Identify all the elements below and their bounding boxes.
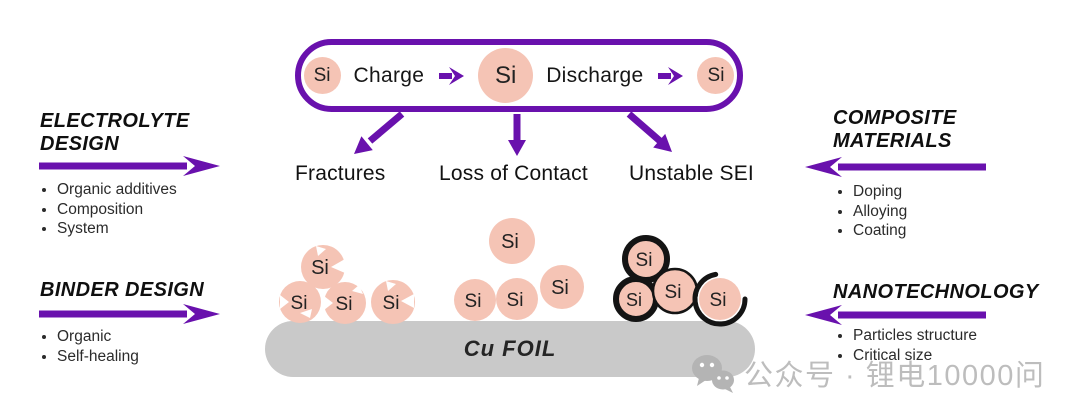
- si-label: Si: [313, 64, 331, 86]
- cu-foil-label: Cu FOIL: [463, 336, 557, 361]
- si-particle-cracked: Si: [279, 281, 321, 323]
- si-particle-cracked: Si: [301, 245, 345, 289]
- strategy-title-nanotechnology: NANOTECHNOLOGY: [833, 281, 1039, 303]
- watermark: 公众号 · 锂电10000问: [690, 352, 1045, 394]
- si-label: Si: [495, 61, 517, 89]
- strategy-title-binder-design: BINDER DESIGN: [40, 279, 205, 301]
- si-particle: Si: [303, 57, 341, 94]
- si-particle: Si: [697, 57, 735, 94]
- bullet-item: Organic: [57, 327, 139, 347]
- electrolyte-design-bullets: Organic additives Composition System: [40, 180, 177, 239]
- bullet-item: System: [57, 219, 177, 239]
- svg-text:Si: Si: [636, 250, 653, 271]
- cu-foil-bar: Cu FOIL: [265, 321, 755, 377]
- right-arrow-icon: [439, 66, 465, 85]
- si-particle-cracked: Si: [324, 282, 366, 324]
- svg-text:Si: Si: [507, 290, 524, 311]
- si-particle-cracked: Si: [371, 280, 415, 324]
- si-particle-sei-thin: Si: [651, 267, 699, 315]
- right-arrow-icon: [39, 156, 220, 176]
- left-arrow-icon: [805, 157, 986, 177]
- si-label: Si: [707, 64, 725, 86]
- bullet-item: Composition: [57, 200, 177, 220]
- bullet-item: Self-healing: [57, 347, 139, 367]
- failure-label-unstable-sei: Unstable SEI: [629, 162, 754, 185]
- svg-text:Si: Si: [291, 293, 308, 314]
- charge-discharge-pill: Si Charge Si Discharge Si: [295, 39, 743, 112]
- bullet-item: Organic additives: [57, 180, 177, 200]
- svg-text:Si: Si: [383, 293, 400, 314]
- si-particle: Si: [496, 278, 538, 320]
- nanotechnology-bullets: Particles structure Critical size: [836, 326, 977, 365]
- failure-arrows-icon: [354, 112, 672, 156]
- si-particles-scene: Si Si Si Si Si Si: [279, 218, 748, 327]
- bullet-item: Alloying: [853, 202, 907, 222]
- svg-text:Si: Si: [336, 294, 353, 315]
- si-particle-sei-broken: Si: [692, 271, 748, 327]
- bullet-item: Doping: [853, 182, 907, 202]
- svg-text:Si: Si: [626, 290, 642, 310]
- left-arrow-icon: [805, 305, 986, 325]
- wechat-icon: [692, 355, 734, 393]
- failure-label-fractures: Fractures: [295, 162, 386, 185]
- right-arrow-icon: [39, 304, 220, 324]
- si-particle: Si: [478, 48, 534, 103]
- svg-text:Si: Si: [501, 231, 519, 253]
- si-particle-sei-thick: Si: [613, 276, 659, 322]
- si-particle: Si: [454, 279, 496, 321]
- discharge-label: Discharge: [546, 63, 644, 87]
- right-arrow-icon: [658, 66, 684, 85]
- binder-design-bullets: Organic Self-healing: [40, 327, 139, 366]
- svg-text:Si: Si: [665, 282, 682, 303]
- failure-label-loss-of-contact: Loss of Contact: [439, 162, 588, 185]
- bullet-item: Critical size: [853, 346, 977, 366]
- strategy-title-composite-materials: COMPOSITE MATERIALS: [833, 107, 957, 152]
- svg-text:Si: Si: [311, 257, 329, 279]
- strategy-title-electrolyte-design: ELECTROLYTE DESIGN: [40, 110, 190, 155]
- si-particle: Si: [540, 265, 584, 309]
- bullet-item: Coating: [853, 221, 907, 241]
- composite-materials-bullets: Doping Alloying Coating: [836, 182, 907, 241]
- charge-label: Charge: [353, 63, 425, 87]
- watermark-text: 公众号 · 锂电10000问: [744, 360, 1046, 392]
- svg-text:Si: Si: [465, 291, 482, 312]
- bullet-item: Particles structure: [853, 326, 977, 346]
- si-particle: Si: [489, 218, 535, 264]
- svg-text:Si: Si: [710, 290, 727, 311]
- svg-text:Si: Si: [551, 277, 569, 299]
